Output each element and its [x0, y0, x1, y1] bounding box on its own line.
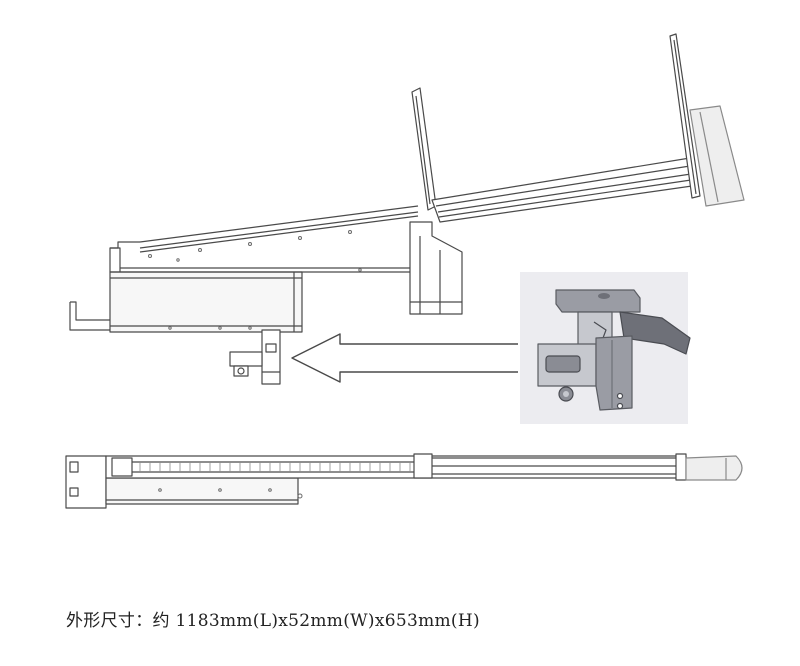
top-view — [65, 453, 743, 509]
right-column — [409, 221, 463, 315]
detail-photo — [520, 272, 691, 424]
extension-arm — [431, 157, 693, 223]
end-box — [689, 105, 745, 207]
end-cap — [685, 455, 743, 481]
linear-rail — [105, 455, 687, 479]
left-foot — [69, 301, 110, 331]
vertical-mast — [411, 87, 437, 211]
lead-screw — [139, 462, 411, 472]
sloped-rail-lower — [139, 205, 419, 253]
top-right-mast — [669, 33, 701, 199]
bracket-assembly — [229, 329, 281, 385]
arrow-left-icon — [291, 333, 518, 383]
side-view — [69, 33, 745, 385]
dimensions-caption: 外形尺寸：约 1183mm(L)x52mm(W)x653mm(H) — [66, 611, 480, 631]
main-housing — [109, 271, 303, 333]
